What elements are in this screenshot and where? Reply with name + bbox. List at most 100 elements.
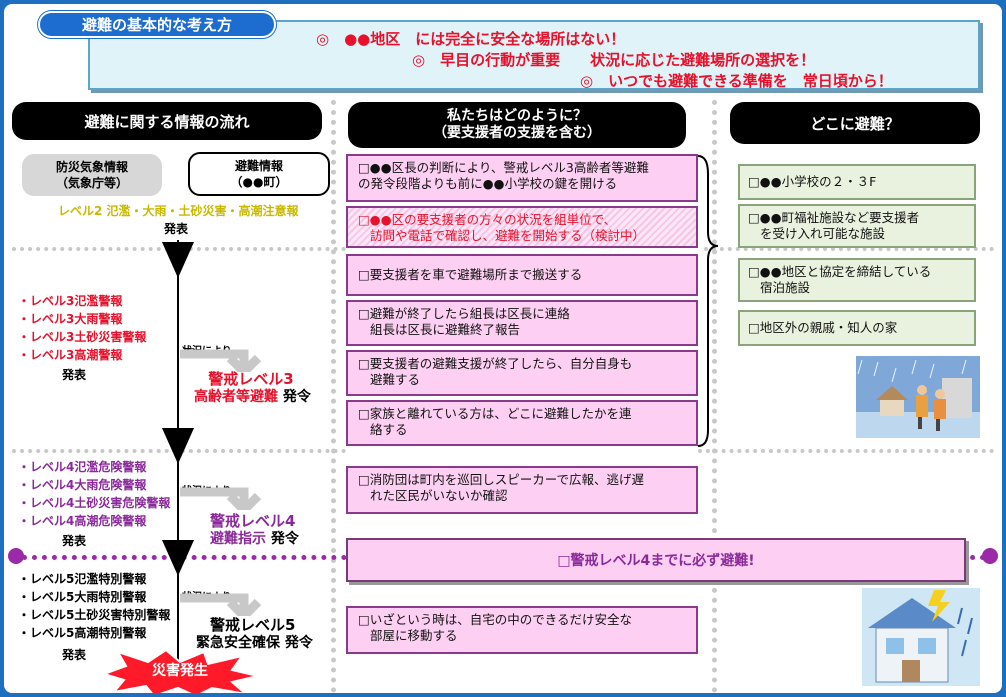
level3-issued: 発表: [62, 368, 87, 382]
row-divider-2b: [698, 449, 994, 453]
level3-warning-item: ・レベル3氾濫警報: [18, 294, 123, 308]
action-text: □●●区の要支援者の方々の状況を組単位で、: [358, 212, 617, 227]
place-text: □●●地区と協定を締結している: [748, 264, 932, 279]
source-weather-agency: 防災気象情報 （気象庁等）: [22, 154, 162, 196]
column-divider-2: [712, 100, 717, 693]
level3-warning-item: ・レベル3土砂災害警報: [18, 330, 147, 344]
header-where: どこに避難？: [730, 102, 980, 144]
level4-warning-item: ・レベル4氾濫危険警報: [18, 460, 147, 474]
place-text: □●●小学校の２・３F: [748, 174, 877, 189]
level4-alert-title: 警戒レベル4: [210, 512, 296, 530]
action-text: □消防団は町内を巡回しスピーカーで広報、逃げ遅: [358, 472, 645, 487]
action-text: □要支援者の避難支援が終了したら、自分自身も: [358, 356, 633, 371]
level4-alert: 避難指示 発令: [210, 530, 299, 548]
place-item-2: □●●町福祉施設など要支援者 を受け入れ可能な施設: [738, 204, 976, 248]
header-how-sublabel: （要支援者の支援を含む）: [433, 125, 601, 141]
level3-alert-title: 警戒レベル3: [208, 370, 294, 388]
principle-2: ◎ 早目の行動が重要 状況に応じた避難場所の選択を！: [412, 51, 816, 69]
principle-3: ◎ いつでも避難できる準備を 常日頃から！: [580, 72, 893, 90]
action-item-1: □●●区長の判断により、警戒レベル3高齢者等避難 の発令段階よりも前に●●小学校…: [346, 154, 698, 202]
action-item-8: □いざという時は、自宅の中のできるだけ安全な 部屋に移動する: [346, 606, 698, 654]
level4-alert-name: 避難指示: [210, 531, 266, 547]
timeline-arrow-3: [162, 540, 194, 576]
action-text: の発令段階よりも前に●●小学校の鍵を開ける: [358, 176, 618, 191]
deadline-left-dot: [8, 548, 24, 564]
level5-bent-arrow: [180, 593, 262, 616]
level2-advisory: レベル2 氾濫・大雨・土砂災害・高潮注意報: [58, 204, 299, 218]
place-text: □●●町福祉施設など要支援者: [748, 210, 920, 225]
action-text: □避難が終了したら組長は区長に連絡: [358, 306, 570, 321]
action-text: □いざという時は、自宅の中のできるだけ安全な: [358, 612, 633, 627]
header-how-label: 私たちはどのように？: [447, 108, 587, 124]
place-item-4: □地区外の親戚・知人の家: [738, 310, 976, 346]
principles-banner: ◎ ●●地区 には完全に安全な場所はない！ ◎ 早目の行動が重要 状況に応じた避…: [88, 20, 980, 90]
action-text: 訪問や電話で確認し、避難を開始する（検討中）: [370, 228, 646, 243]
principle-1: ◎ ●●地区 には完全に安全な場所はない！: [316, 30, 626, 48]
source-town-sublabel: （●●町）: [230, 175, 288, 189]
place-item-3: □●●地区と協定を締結している 宿泊施設: [738, 258, 976, 302]
source-weather-label: 防災気象情報: [55, 160, 128, 174]
section-tag: 避難の基本的な考え方: [38, 11, 276, 38]
level4-warning-item: ・レベル4大雨危険警報: [18, 478, 147, 492]
action-item-5: □要支援者の避難支援が終了したら、自分自身も 避難する: [346, 350, 698, 396]
place-item-1: □●●小学校の２・３F: [738, 164, 976, 200]
level3-alert-suffix: 発令: [282, 389, 311, 405]
level4-alert-suffix: 発令: [270, 531, 299, 547]
level5-issued: 発表: [62, 648, 87, 662]
level5-alert-title: 警戒レベル5: [210, 616, 296, 634]
place-text: を受け入れ可能な施設: [760, 226, 886, 241]
house-storm-illustration-icon: [862, 588, 980, 686]
action-item-7: □消防団は町内を巡回しスピーカーで広報、逃げ遅 れた区民がいないか確認: [346, 466, 698, 514]
action-item-4: □避難が終了したら組長は区長に連絡 組長は区長に避難終了報告: [346, 300, 698, 346]
action-text: 絡する: [370, 422, 408, 437]
header-info-flow: 避難に関する情報の流れ: [12, 102, 322, 140]
level5-warnings: ・レベル5氾濫特別警報 ・レベル5大雨特別警報 ・レベル5土砂災害特別警報 ・レ…: [18, 570, 170, 642]
action-text: 組長は区長に避難終了報告: [370, 322, 521, 337]
place-text: □地区外の親戚・知人の家: [748, 320, 898, 335]
source-weather-sublabel: （気象庁等）: [55, 176, 128, 190]
level4-warning-item: ・レベル4土砂災害危険警報: [18, 496, 171, 510]
level5-alert-name: 緊急安全確保: [196, 635, 280, 651]
actions-bracket: [697, 155, 719, 447]
action-text: □●●区長の判断により、警戒レベル3高齢者等避難: [358, 160, 649, 175]
page-frame: ◎ ●●地区 には完全に安全な場所はない！ ◎ 早目の行動が重要 状況に応じた避…: [4, 4, 1002, 693]
level3-warning-item: ・レベル3大雨警報: [18, 312, 123, 326]
action-text: れた区民がいないか確認: [370, 488, 508, 503]
column-divider-1: [331, 100, 336, 693]
level3-warnings: ・レベル3氾濫警報 ・レベル3大雨警報 ・レベル3土砂災害警報 ・レベル3高潮警…: [18, 292, 146, 364]
deadline-right-dot: [982, 548, 998, 564]
action-text: 避難する: [370, 372, 421, 387]
level4-issued: 発表: [62, 534, 87, 548]
level5-warning-item: ・レベル5高潮特別警報: [18, 626, 147, 640]
level5-warning-item: ・レベル5大雨特別警報: [18, 590, 147, 604]
place-text: 宿泊施設: [760, 280, 811, 295]
action-text: □家族と離れている方は、どこに避難したかを連: [358, 406, 632, 421]
source-town-label: 避難情報: [234, 159, 283, 173]
timeline-arrow-1: [162, 242, 194, 278]
timeline-arrow-2: [162, 428, 194, 464]
level3-alert: 高齢者等避難 発令: [194, 388, 311, 406]
action-item-6: □家族と離れている方は、どこに避難したかを連 絡する: [346, 400, 698, 446]
level3-bent-arrow: [180, 349, 262, 372]
disaster-label: 災害発生: [152, 663, 208, 679]
level4-bent-arrow: [180, 487, 262, 510]
header-where-label: どこに避難？: [810, 114, 900, 133]
evacuation-illustration-icon: [856, 356, 980, 438]
level3-warning-item: ・レベル3高潮警報: [18, 348, 123, 362]
disaster-burst-icon: [100, 650, 259, 693]
level5-alert-suffix: 発令: [284, 635, 313, 651]
level4-warning-item: ・レベル4高潮危険警報: [18, 514, 147, 528]
level5-warning-item: ・レベル5土砂災害特別警報: [18, 608, 171, 622]
level3-alert-name: 高齢者等避難: [194, 389, 278, 405]
action-item-3: □要支援者を車で避難場所まで搬送する: [346, 254, 698, 296]
action-text: 部屋に移動する: [370, 628, 458, 643]
level4-warnings: ・レベル4氾濫危険警報 ・レベル4大雨危険警報 ・レベル4土砂災害危険警報 ・レ…: [18, 458, 170, 530]
action-text: □要支援者を車で避難場所まで搬送する: [358, 267, 583, 282]
header-how: 私たちはどのように？ （要支援者の支援を含む）: [348, 102, 686, 148]
level5-warning-item: ・レベル5氾濫特別警報: [18, 572, 147, 586]
header-info-flow-label: 避難に関する情報の流れ: [84, 112, 250, 131]
level2-issued: 発表: [164, 222, 189, 236]
row-divider-1b: [704, 247, 994, 251]
source-town: 避難情報 （●●町）: [188, 152, 330, 196]
level5-alert: 緊急安全確保 発令: [196, 634, 313, 652]
